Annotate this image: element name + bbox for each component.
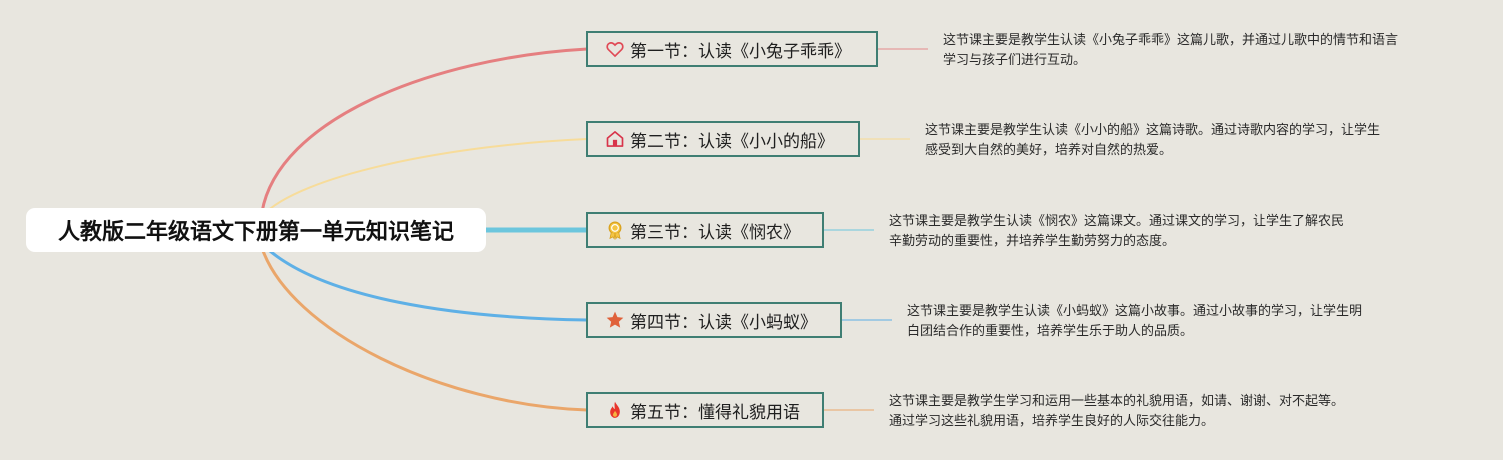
note-section-4: 这节课主要是教学生认读《小蚂蚁》这篇小故事。通过小故事的学习，让学生明 白团结合… (907, 302, 1407, 342)
topic-section-5[interactable]: 第五节：懂得礼貌用语 (586, 392, 824, 428)
branch-line-5 (260, 247, 588, 412)
fire-icon (604, 399, 626, 421)
topic-section-3[interactable]: 第三节：认读《悯农》 (586, 212, 824, 248)
note-section-3-line-2: 辛勤劳动的重要性，并培养学生勤劳努力的态度。 (889, 234, 1176, 249)
medal-icon (604, 219, 626, 241)
note-section-1-line-2: 学习与孩子们进行互动。 (943, 53, 1087, 68)
topic-section-5-label: 第五节：懂得礼貌用语 (630, 402, 800, 423)
note-section-1-line-1: 这节课主要是教学生认读《小兔子乖乖》这篇儿歌，并通过儿歌中的情节和语言 (943, 33, 1399, 48)
root-topic[interactable]: 人教版二年级语文下册第一单元知识笔记 (26, 208, 486, 252)
note-section-2-line-1: 这节课主要是教学生认读《小小的船》这篇诗歌。通过诗歌内容的学习，让学生 (925, 123, 1381, 138)
house-icon (604, 128, 626, 150)
branch-line-4 (260, 242, 588, 322)
note-section-2-line-2: 感受到大自然的美好，培养对自然的热爱。 (925, 143, 1173, 158)
topic-section-3-label: 第三节：认读《悯农》 (630, 222, 800, 243)
note-section-5: 这节课主要是教学生学习和运用一些基本的礼貌用语，如请、谢谢、对不起等。 通过学习… (889, 392, 1389, 432)
branch-line-2 (261, 138, 588, 217)
topic-section-4-label: 第四节：认读《小蚂蚁》 (630, 312, 817, 333)
note-section-4-line-1: 这节课主要是教学生认读《小蚂蚁》这篇小故事。通过小故事的学习，让学生明 (907, 304, 1363, 319)
note-section-5-line-2: 通过学习这些礼貌用语，培养学生良好的人际交往能力。 (889, 414, 1215, 429)
star-icon (604, 309, 626, 331)
topic-section-1-label: 第一节：认读《小兔子乖乖》 (630, 41, 851, 62)
branch-line-1 (260, 47, 588, 213)
topic-section-1[interactable]: 第一节：认读《小兔子乖乖》 (586, 31, 878, 67)
note-section-3: 这节课主要是教学生认读《悯农》这篇课文。通过课文的学习，让学生了解农民 辛勤劳动… (889, 212, 1389, 252)
note-section-1: 这节课主要是教学生认读《小兔子乖乖》这篇儿歌，并通过儿歌中的情节和语言 学习与孩… (943, 31, 1443, 71)
note-section-3-line-1: 这节课主要是教学生认读《悯农》这篇课文。通过课文的学习，让学生了解农民 (889, 214, 1345, 229)
topic-section-4[interactable]: 第四节：认读《小蚂蚁》 (586, 302, 842, 338)
note-section-5-line-1: 这节课主要是教学生学习和运用一些基本的礼貌用语，如请、谢谢、对不起等。 (889, 394, 1345, 409)
note-section-4-line-2: 白团结合作的重要性，培养学生乐于助人的品质。 (907, 324, 1194, 339)
note-section-2: 这节课主要是教学生认读《小小的船》这篇诗歌。通过诗歌内容的学习，让学生 感受到大… (925, 121, 1425, 161)
topic-section-2-label: 第二节：认读《小小的船》 (630, 131, 834, 152)
heart-icon (604, 38, 626, 60)
topic-section-2[interactable]: 第二节：认读《小小的船》 (586, 121, 860, 157)
